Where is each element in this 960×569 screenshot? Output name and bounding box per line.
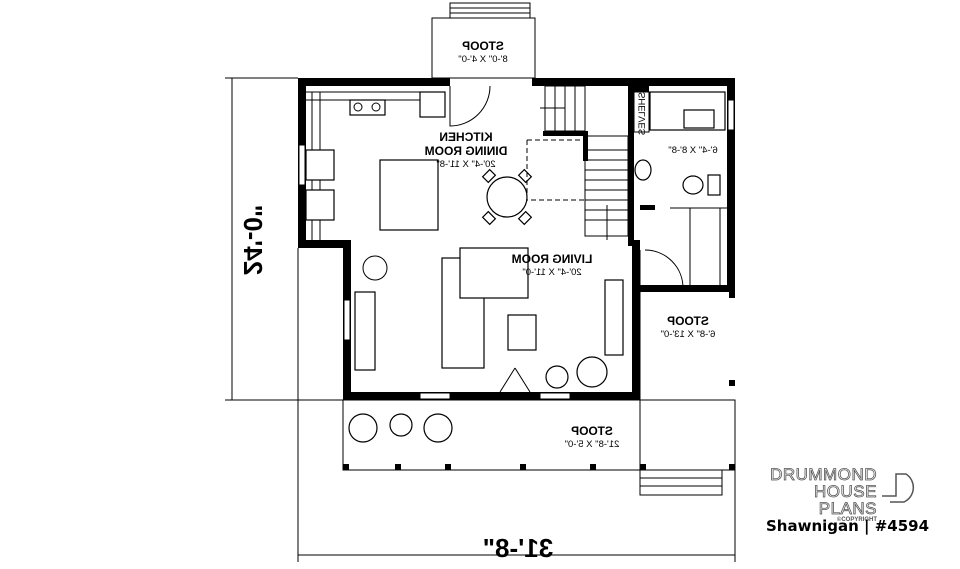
top-stoop xyxy=(431,2,536,79)
copyright: ©COPYRIGHT xyxy=(836,517,877,523)
kitchen-size: 20'-4" X 11'-8" xyxy=(436,159,495,170)
living-furniture xyxy=(354,247,624,393)
depth-dimension: 24'-0" xyxy=(238,205,268,276)
kitchen-counters xyxy=(305,91,446,240)
right-stoop-size: 6'-8" X 13'-0" xyxy=(661,329,716,340)
bath-size: 6'-4" X 8'-8" xyxy=(668,145,717,156)
drummond-logo: DRUMMOND HOUSE PLANS ©COPYRIGHT xyxy=(752,466,922,523)
bottom-stoop-size: 21'-8" X 5'-0" xyxy=(565,439,620,450)
plan-caption: Shawnigan | #4594 xyxy=(766,517,930,535)
dining-room-label: DINING ROOM xyxy=(425,144,508,158)
living-room-size: 20'-4" X 11'-0" xyxy=(522,267,581,278)
logo-line2: HOUSE PLANS xyxy=(814,482,877,518)
top-stoop-label: STOOP xyxy=(462,39,504,53)
bottom-stoop-label: STOOP xyxy=(571,424,613,438)
shelves-label: SHELVES xyxy=(637,92,648,135)
entry-door xyxy=(449,85,491,127)
width-dimension: 31'-8" xyxy=(483,533,554,563)
bottom-stoop xyxy=(342,292,736,496)
windows xyxy=(298,99,735,400)
dimension-lines xyxy=(225,77,736,562)
right-stoop-label: STOOP xyxy=(667,314,709,328)
living-room-label: LIVING ROOM xyxy=(512,252,593,266)
logo-mark-icon xyxy=(882,473,915,503)
dining-table xyxy=(481,168,533,226)
kitchen-label: KITCHEN xyxy=(439,130,492,144)
bathroom-fixtures xyxy=(633,91,727,289)
stairs xyxy=(526,85,629,240)
top-stoop-size: 8'-0" X 4'-0" xyxy=(458,54,507,65)
logo-line1: DRUMMOND xyxy=(770,465,877,484)
